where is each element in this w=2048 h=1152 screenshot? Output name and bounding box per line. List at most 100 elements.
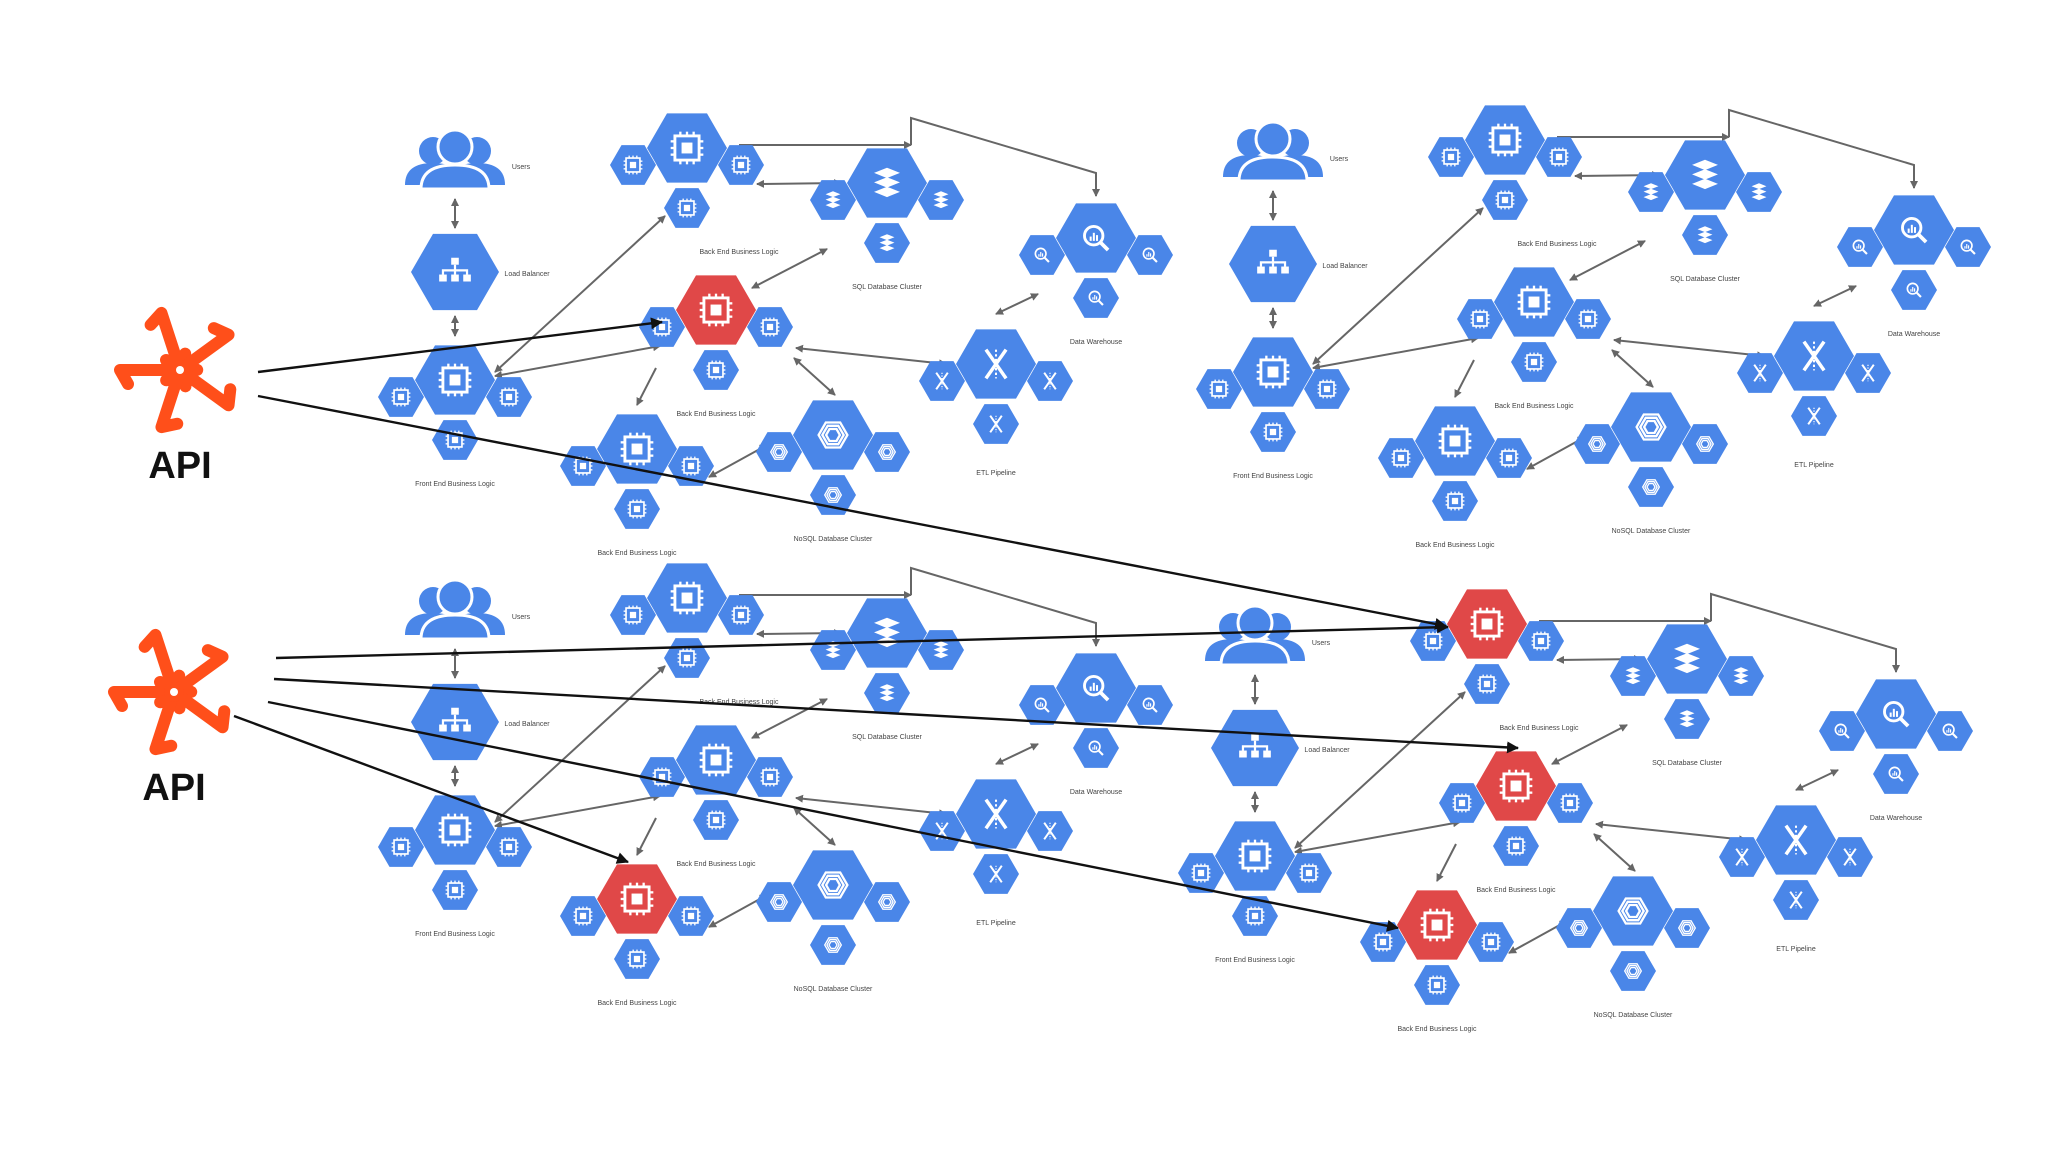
back-end-cluster-2 — [639, 725, 793, 840]
nosql-database-cluster-satellite-2 — [864, 432, 910, 472]
front-end-cluster-satellite-2 — [1304, 369, 1350, 409]
back-end-cluster-1-main-node — [647, 563, 727, 633]
data-warehouse-label: Data Warehouse — [1070, 339, 1122, 346]
back-end-cluster-1-satellite-1 — [610, 595, 656, 635]
back-end-cluster-3-main-node — [597, 864, 677, 934]
back-end-cluster-3-satellite-3 — [1432, 481, 1478, 521]
back-end-cluster-2-satellite-1 — [1439, 783, 1485, 823]
edge-be2-be3 — [636, 817, 657, 856]
front-end-label: Front End Business Logic — [415, 931, 495, 938]
api-request-arrow-3 — [275, 621, 1449, 660]
back-end-cluster-2-satellite-3 — [1493, 826, 1539, 866]
front-end-cluster-satellite-1 — [378, 827, 424, 867]
edge-etl-wh — [995, 293, 1039, 315]
users-icon — [1223, 120, 1323, 183]
back-end-cluster-2 — [639, 275, 793, 390]
sql-database-cluster — [1610, 624, 1764, 739]
sql-label: SQL Database Cluster — [852, 734, 922, 741]
users-label: Users — [1330, 156, 1349, 163]
data-warehouse-cluster-satellite-2 — [1127, 685, 1173, 725]
sql-database-cluster — [810, 598, 964, 713]
edge-be2-sql — [751, 698, 828, 739]
nosql-database-cluster-satellite-2 — [1664, 908, 1710, 948]
front-end-cluster-satellite-2 — [486, 827, 532, 867]
edge-be2-etl — [795, 794, 947, 818]
front-end-cluster-satellite-3 — [432, 870, 478, 910]
etl-pipeline-cluster-main-node — [956, 329, 1036, 399]
sql-database-cluster-main-node — [1665, 140, 1745, 210]
edge-sql-wh — [910, 566, 1100, 647]
sql-database-cluster-satellite-1 — [810, 180, 856, 220]
data-warehouse-cluster — [1819, 679, 1973, 794]
edge-etl-wh — [1813, 285, 1857, 307]
nosql-database-cluster-satellite-3 — [1610, 951, 1656, 991]
front-end-cluster — [1178, 821, 1332, 936]
nosql-label: NoSQL Database Cluster — [1612, 528, 1691, 535]
back-end-cluster-2-main-node — [676, 725, 756, 795]
data-warehouse-cluster-main-node — [1056, 203, 1136, 273]
nosql-database-cluster — [1556, 876, 1710, 991]
back-end-cluster-1-satellite-2 — [718, 145, 764, 185]
nosql-database-cluster-satellite-2 — [864, 882, 910, 922]
nosql-database-cluster-satellite-1 — [756, 882, 802, 922]
data-warehouse-cluster-satellite-3 — [1891, 270, 1937, 310]
back-end-cluster-2-main-node — [1494, 267, 1574, 337]
load-balancer-label: Load Balancer — [1322, 263, 1368, 270]
back-end-label-3: Back End Business Logic — [1416, 542, 1495, 549]
back-end-cluster-2-satellite-3 — [693, 350, 739, 390]
sql-database-cluster-satellite-3 — [864, 223, 910, 263]
nosql-label: NoSQL Database Cluster — [1594, 1012, 1673, 1019]
etl-label: ETL Pipeline — [976, 920, 1016, 927]
users-label: Users — [512, 614, 531, 621]
api-label-top: API — [148, 445, 211, 487]
back-end-cluster-3-satellite-1 — [1378, 438, 1424, 478]
nosql-database-cluster-main-node — [793, 400, 873, 470]
front-end-cluster-satellite-2 — [1286, 853, 1332, 893]
back-end-cluster-1-satellite-3 — [664, 638, 710, 678]
back-end-cluster-3 — [560, 864, 714, 979]
back-end-cluster-2-satellite-2 — [1547, 783, 1593, 823]
data-warehouse-cluster-satellite-3 — [1073, 278, 1119, 318]
nosql-database-cluster-satellite-3 — [1628, 467, 1674, 507]
api-request-arrow-6 — [233, 714, 629, 864]
etl-pipeline-cluster-satellite-1 — [1719, 837, 1765, 877]
load-balancer-label: Load Balancer — [504, 271, 550, 278]
sql-database-cluster-satellite-2 — [1718, 656, 1764, 696]
etl-pipeline-cluster-main-node — [1774, 321, 1854, 391]
data-warehouse-cluster-satellite-1 — [1837, 227, 1883, 267]
etl-pipeline-cluster-satellite-2 — [1845, 353, 1891, 393]
sql-database-cluster — [810, 148, 964, 263]
edge-fe-be1 — [494, 215, 666, 373]
back-end-cluster-1-satellite-3 — [1482, 180, 1528, 220]
edge-be2-sql — [1569, 240, 1646, 281]
nosql-database-cluster — [756, 400, 910, 515]
back-end-cluster-1 — [1410, 589, 1564, 704]
back-end-cluster-3-satellite-2 — [668, 446, 714, 486]
edge-be2-be3 — [1454, 359, 1475, 398]
etl-pipeline-cluster-satellite-3 — [1773, 880, 1819, 920]
back-end-cluster-2 — [1457, 267, 1611, 382]
users-label: Users — [1312, 640, 1331, 647]
back-end-label-3: Back End Business Logic — [598, 1000, 677, 1007]
front-end-cluster-main-node — [1233, 337, 1313, 407]
edge-fe-be2 — [1294, 819, 1461, 855]
back-end-label-3: Back End Business Logic — [598, 550, 677, 557]
api-request-arrow-2 — [257, 394, 1447, 630]
users-label: Users — [512, 164, 531, 171]
back-end-label-2: Back End Business Logic — [1495, 403, 1574, 410]
data-warehouse-cluster-satellite-3 — [1073, 728, 1119, 768]
etl-pipeline-cluster-main-node — [1756, 805, 1836, 875]
back-end-label-1: Back End Business Logic — [700, 249, 779, 256]
etl-pipeline-cluster-satellite-2 — [1027, 361, 1073, 401]
back-end-cluster-1 — [610, 113, 764, 228]
edge-sql-wh — [1710, 592, 1900, 673]
back-end-cluster-1 — [610, 563, 764, 678]
sql-database-cluster-satellite-1 — [1610, 656, 1656, 696]
back-end-cluster-3-satellite-2 — [1486, 438, 1532, 478]
data-warehouse-cluster-satellite-3 — [1873, 754, 1919, 794]
front-end-label: Front End Business Logic — [1233, 473, 1313, 480]
back-end-label-2: Back End Business Logic — [1477, 887, 1556, 894]
back-end-cluster-3 — [560, 414, 714, 529]
edge-fe-be1 — [494, 665, 666, 823]
edge-be2-sql — [1551, 724, 1628, 765]
